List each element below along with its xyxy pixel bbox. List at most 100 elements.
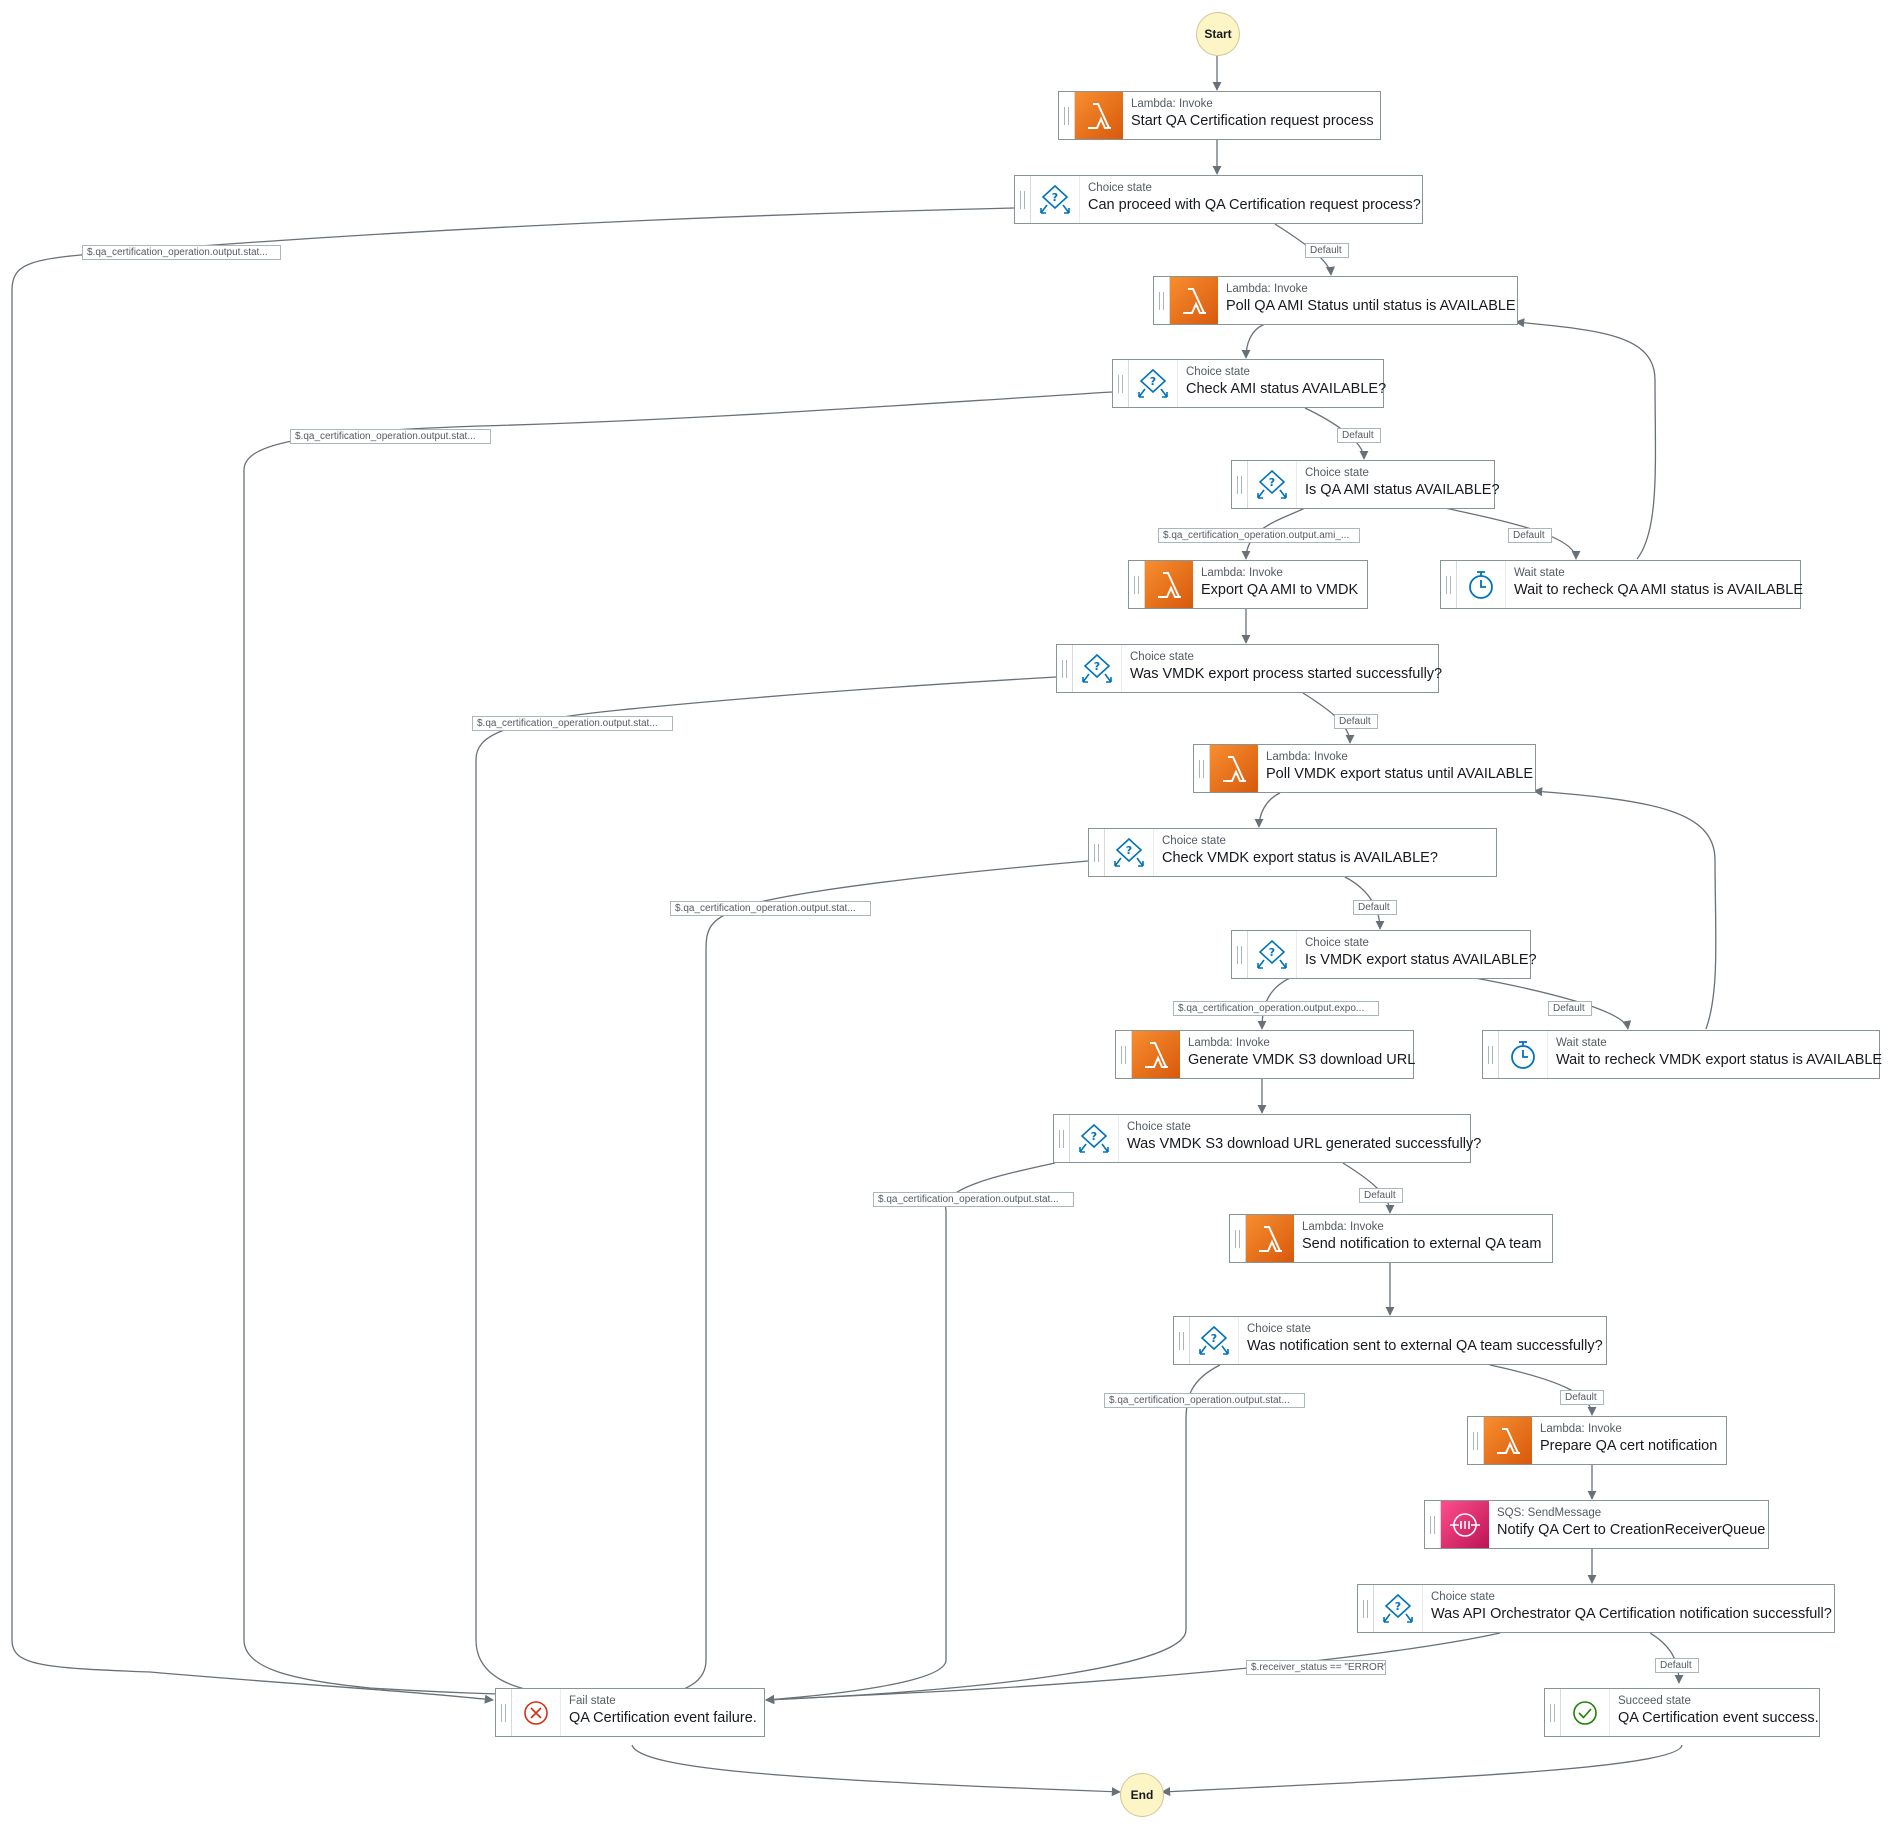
edge-c2-fail [243,391,1113,1700]
drag-handle[interactable] [1059,92,1075,139]
edge-label-default: Default [1359,1188,1403,1203]
edge-c7-fail [765,1162,1056,1704]
state-type: Lambda: Invoke [1302,1221,1384,1233]
drag-handle[interactable] [1230,1215,1246,1262]
state-type: Choice state [1247,1323,1311,1335]
choice-icon: ? [1073,645,1122,692]
state-type: Choice state [1088,182,1152,194]
sqs-icon [1441,1501,1489,1548]
drag-handle[interactable] [1113,360,1129,407]
svg-text:?: ? [1126,844,1132,857]
state-type: Choice state [1305,937,1369,949]
state-title: Check VMDK export status is AVAILABLE? [1162,850,1438,866]
lambda-icon [1145,561,1193,608]
edge-s2-c2 [1241,323,1266,359]
state-type: Lambda: Invoke [1201,567,1283,579]
state-type: Wait state [1556,1037,1607,1049]
edge-label-condition: $.qa_certification_operation.output.stat… [82,245,281,260]
drag-handle[interactable] [1116,1031,1132,1078]
state-title: Prepare QA cert notification [1540,1438,1718,1454]
drag-handle[interactable] [1194,745,1210,792]
edge-fail-end [631,1744,1121,1797]
end-terminal: End [1120,1773,1164,1817]
drag-handle[interactable] [1015,176,1031,223]
state-type: SQS: SendMessage [1497,1507,1602,1519]
lambda-icon [1484,1417,1532,1464]
drag-handle[interactable] [1441,561,1457,608]
drag-handle[interactable] [1468,1417,1484,1464]
drag-handle[interactable] [1483,1031,1499,1078]
edge-label-condition: $.qa_certification_operation.output.expo… [1173,1001,1379,1016]
drag-handle[interactable] [1054,1115,1070,1162]
edge-label-default: Default [1560,1390,1604,1405]
state-title: Was API Orchestrator QA Certification no… [1431,1606,1832,1622]
state-type: Lambda: Invoke [1266,751,1348,763]
drag-handle[interactable] [1154,277,1170,324]
state-title: Wait to recheck QA AMI status is AVAILAB… [1514,582,1804,598]
drag-handle[interactable] [496,1689,512,1736]
choice-icon: ? [1248,931,1297,978]
state-type: Lambda: Invoke [1131,98,1213,110]
drag-handle[interactable] [1129,561,1145,608]
lambda-icon [1132,1031,1180,1078]
state-type: Choice state [1130,651,1194,663]
state-title: Was VMDK export process started successf… [1130,666,1443,682]
state-title: Generate VMDK S3 download URL [1188,1052,1416,1068]
drag-handle[interactable] [1425,1501,1441,1548]
drag-handle[interactable] [1174,1317,1190,1364]
edge-succ-end [1161,1744,1683,1797]
edge-label-condition: $.qa_certification_operation.output.stat… [1104,1393,1305,1408]
choice-icon: ? [1190,1317,1239,1364]
drag-handle[interactable] [1232,461,1248,508]
drag-handle[interactable] [1545,1689,1561,1736]
svg-text:?: ? [1052,191,1058,204]
drag-handle[interactable] [1089,829,1105,876]
drag-handle[interactable] [1232,931,1248,978]
lambda-icon [1170,277,1218,324]
start-label: Start [1204,27,1232,41]
lambda-icon [1246,1215,1294,1262]
edge-label-default: Default [1334,714,1378,729]
state-title: QA Certification event failure. [569,1710,757,1726]
drag-handle[interactable] [1358,1585,1374,1632]
svg-text:?: ? [1269,946,1275,959]
choice-icon: ? [1105,829,1154,876]
state-type: Choice state [1162,835,1226,847]
start-terminal: Start [1196,12,1240,56]
drag-handle[interactable] [1057,645,1073,692]
edge-c5-fail [667,860,1089,1697]
state-title: Is QA AMI status AVAILABLE? [1305,482,1500,498]
svg-text:?: ? [1150,375,1156,388]
